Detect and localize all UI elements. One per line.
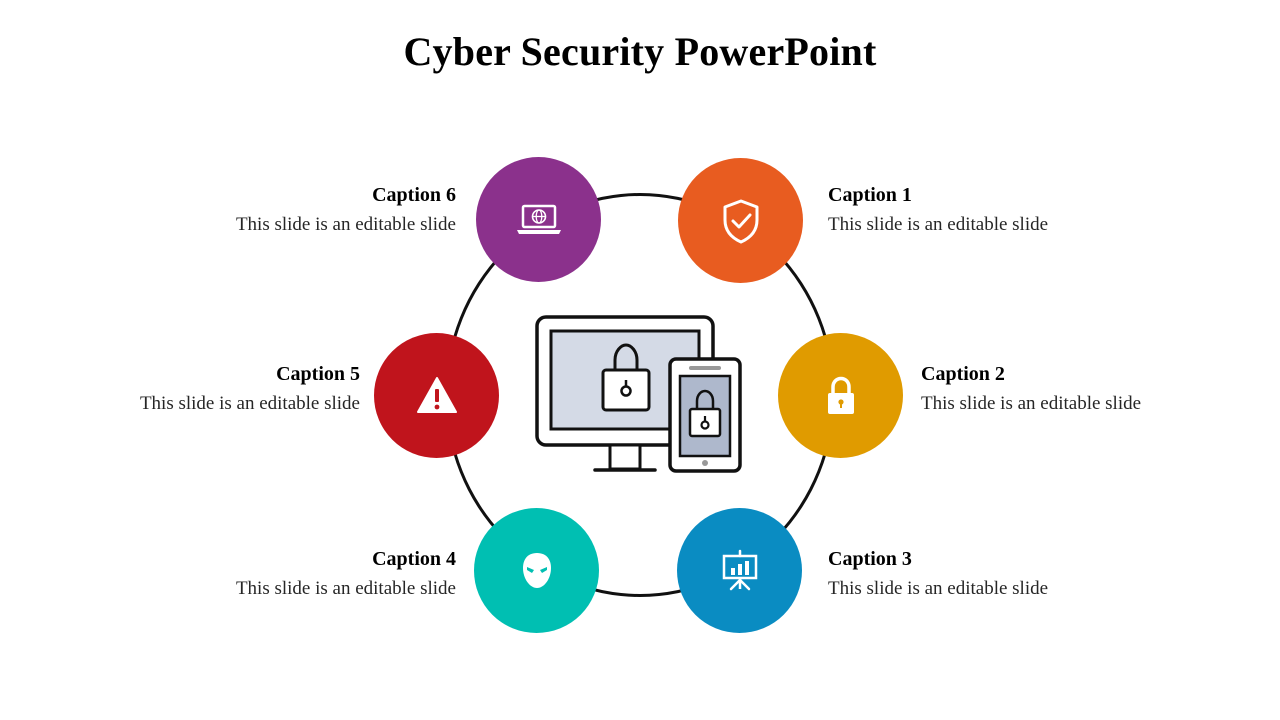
caption-2-desc: This slide is an editable slide: [921, 393, 1142, 414]
caption-3-desc: This slide is an editable slide: [828, 578, 1049, 599]
node-caption-4: [474, 508, 599, 633]
caption-3-title: Caption 3: [828, 548, 912, 570]
node-caption-2: [778, 333, 903, 458]
node-caption-1: [678, 158, 803, 283]
caption-4-desc: This slide is an editable slide: [235, 578, 456, 599]
node-caption-3: [677, 508, 802, 633]
caption-4-text: Caption 4 This slide is an editable slid…: [126, 546, 456, 603]
caption-4-title: Caption 4: [372, 548, 456, 570]
secured-devices-icon: [535, 315, 742, 473]
presentation-chart-icon: [722, 549, 757, 590]
caption-6-text: Caption 6 This slide is an editable slid…: [126, 182, 456, 239]
caption-2-title: Caption 2: [921, 363, 1005, 385]
caption-6-title: Caption 6: [372, 184, 456, 206]
node-caption-5: [374, 333, 499, 458]
slide-title: Cyber Security PowerPoint: [403, 29, 877, 74]
hacker-mask-icon: [522, 552, 551, 588]
shield-check-icon: [723, 199, 758, 243]
caption-1-title: Caption 1: [828, 184, 912, 206]
caption-6-desc: This slide is an editable slide: [235, 214, 456, 235]
laptop-globe-icon: [516, 204, 561, 234]
caption-1-text: Caption 1 This slide is an editable slid…: [828, 182, 1158, 239]
node-caption-6: [476, 157, 601, 282]
padlock-icon: [827, 376, 854, 414]
caption-5-desc: This slide is an editable slide: [139, 393, 360, 414]
caption-5-text: Caption 5 This slide is an editable slid…: [30, 361, 360, 418]
warning-triangle-icon: [416, 376, 457, 413]
caption-3-text: Caption 3 This slide is an editable slid…: [828, 546, 1158, 603]
caption-2-text: Caption 2 This slide is an editable slid…: [921, 361, 1251, 418]
caption-1-desc: This slide is an editable slide: [828, 214, 1049, 235]
caption-5-title: Caption 5: [276, 363, 360, 385]
